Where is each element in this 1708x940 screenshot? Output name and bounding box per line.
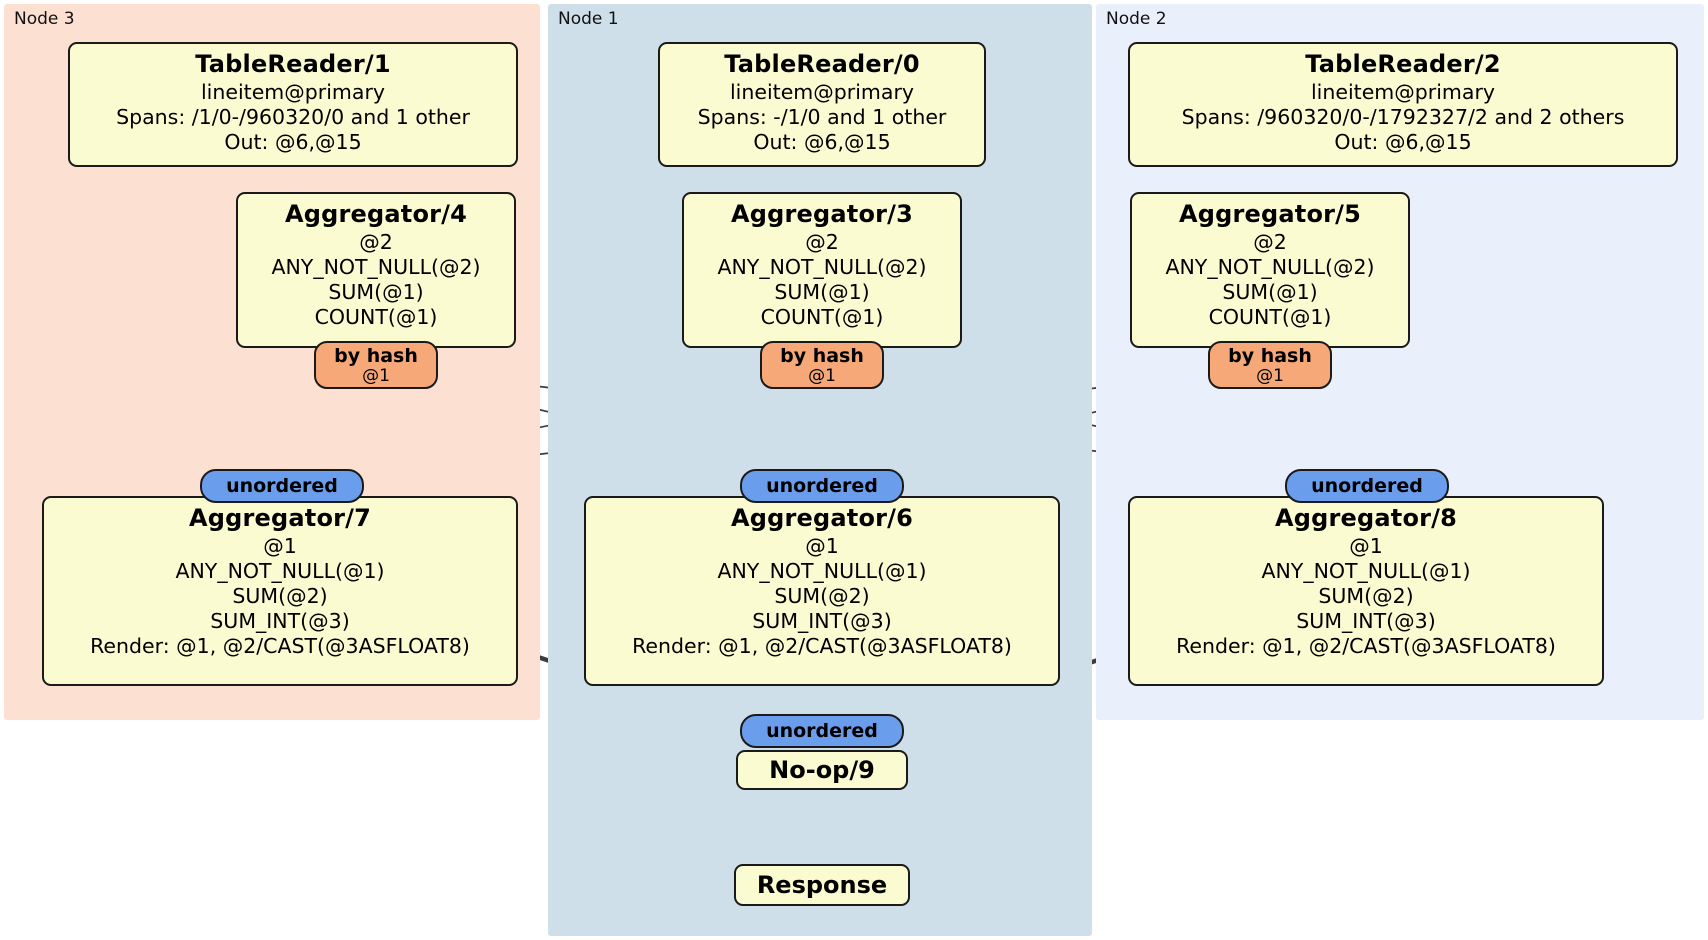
- router-column: @1: [808, 366, 836, 387]
- processor-line: SUM(@2): [1318, 584, 1414, 609]
- processor-aggregator-8[interactable]: Aggregator/8 @1 ANY_NOT_NULL(@1) SUM(@2)…: [1128, 496, 1604, 686]
- processor-line: @1: [1349, 534, 1383, 559]
- processor-title: Aggregator/5: [1178, 200, 1362, 228]
- processor-title: TableReader/0: [724, 50, 920, 78]
- router-label: by hash: [1228, 345, 1312, 367]
- router-by-hash-right[interactable]: by hash @1: [1208, 341, 1332, 389]
- processor-line: COUNT(@1): [760, 305, 884, 330]
- processor-line: ANY_NOT_NULL(@2): [717, 255, 927, 280]
- processor-line: lineitem@primary: [200, 80, 386, 105]
- router-column: @1: [1256, 366, 1284, 387]
- processor-title: No-op/9: [769, 756, 875, 784]
- processor-title: Aggregator/6: [730, 504, 914, 532]
- processor-line: Spans: -/1/0 and 1 other: [697, 105, 947, 130]
- processor-aggregator-3[interactable]: Aggregator/3 @2 ANY_NOT_NULL(@2) SUM(@1)…: [682, 192, 962, 348]
- synchronizer-label: unordered: [1311, 475, 1423, 497]
- processor-line: SUM(@1): [328, 280, 424, 305]
- router-label: by hash: [780, 345, 864, 367]
- router-label: by hash: [334, 345, 418, 367]
- processor-line: ANY_NOT_NULL(@1): [1261, 559, 1471, 584]
- synchronizer-unordered-center[interactable]: unordered: [740, 469, 904, 503]
- processor-line: Render: @1, @2/CAST(@3ASFLOAT8): [1176, 634, 1556, 659]
- synchronizer-label: unordered: [226, 475, 338, 497]
- processor-noop-9[interactable]: No-op/9: [736, 750, 908, 790]
- synchronizer-unordered-final[interactable]: unordered: [740, 714, 904, 748]
- processor-line: Out: @6,@15: [753, 130, 891, 155]
- synchronizer-unordered-right[interactable]: unordered: [1285, 469, 1449, 503]
- processor-aggregator-7[interactable]: Aggregator/7 @1 ANY_NOT_NULL(@1) SUM(@2)…: [42, 496, 518, 686]
- processor-aggregator-6[interactable]: Aggregator/6 @1 ANY_NOT_NULL(@1) SUM(@2)…: [584, 496, 1060, 686]
- processor-tablereader-0[interactable]: TableReader/0 lineitem@primary Spans: -/…: [658, 42, 986, 167]
- processor-line: SUM(@2): [232, 584, 328, 609]
- processor-line: SUM_INT(@3): [752, 609, 892, 634]
- router-column: @1: [362, 366, 390, 387]
- node-panel-label-node1: Node 1: [558, 9, 619, 29]
- synchronizer-label: unordered: [766, 475, 878, 497]
- synchronizer-unordered-left[interactable]: unordered: [200, 469, 364, 503]
- processor-aggregator-5[interactable]: Aggregator/5 @2 ANY_NOT_NULL(@2) SUM(@1)…: [1130, 192, 1410, 348]
- processor-line: lineitem@primary: [1310, 80, 1496, 105]
- processor-title: Aggregator/4: [284, 200, 468, 228]
- processor-title: TableReader/1: [195, 50, 391, 78]
- node-panel-label-node2: Node 2: [1106, 9, 1167, 29]
- processor-line: SUM(@1): [1222, 280, 1318, 305]
- processor-line: SUM(@1): [774, 280, 870, 305]
- processor-line: ANY_NOT_NULL(@2): [1165, 255, 1375, 280]
- processor-title: Aggregator/7: [188, 504, 372, 532]
- processor-title: TableReader/2: [1305, 50, 1501, 78]
- processor-line: SUM_INT(@3): [1296, 609, 1436, 634]
- processor-title: Response: [756, 871, 888, 899]
- processor-line: Out: @6,@15: [224, 130, 362, 155]
- processor-line: Spans: /1/0-/960320/0 and 1 other: [116, 105, 470, 130]
- processor-line: SUM_INT(@3): [210, 609, 350, 634]
- processor-response[interactable]: Response: [734, 864, 910, 906]
- processor-line: SUM(@2): [774, 584, 870, 609]
- processor-line: ANY_NOT_NULL(@1): [175, 559, 385, 584]
- processor-line: Render: @1, @2/CAST(@3ASFLOAT8): [632, 634, 1012, 659]
- synchronizer-label: unordered: [766, 720, 878, 742]
- router-by-hash-center[interactable]: by hash @1: [760, 341, 884, 389]
- processor-line: @2: [1253, 230, 1287, 255]
- processor-line: @1: [263, 534, 297, 559]
- processor-line: @2: [359, 230, 393, 255]
- processor-line: Spans: /960320/0-/1792327/2 and 2 others: [1181, 105, 1625, 130]
- processor-line: ANY_NOT_NULL(@1): [717, 559, 927, 584]
- processor-line: Out: @6,@15: [1334, 130, 1472, 155]
- processor-line: @2: [805, 230, 839, 255]
- processor-title: Aggregator/8: [1274, 504, 1458, 532]
- router-by-hash-left[interactable]: by hash @1: [314, 341, 438, 389]
- processor-line: COUNT(@1): [314, 305, 438, 330]
- processor-line: @1: [805, 534, 839, 559]
- processor-tablereader-2[interactable]: TableReader/2 lineitem@primary Spans: /9…: [1128, 42, 1678, 167]
- processor-line: COUNT(@1): [1208, 305, 1332, 330]
- processor-line: Render: @1, @2/CAST(@3ASFLOAT8): [90, 634, 470, 659]
- node-panel-label-node3: Node 3: [14, 9, 75, 29]
- processor-tablereader-1[interactable]: TableReader/1 lineitem@primary Spans: /1…: [68, 42, 518, 167]
- processor-aggregator-4[interactable]: Aggregator/4 @2 ANY_NOT_NULL(@2) SUM(@1)…: [236, 192, 516, 348]
- processor-line: ANY_NOT_NULL(@2): [271, 255, 481, 280]
- processor-line: lineitem@primary: [729, 80, 915, 105]
- processor-title: Aggregator/3: [730, 200, 914, 228]
